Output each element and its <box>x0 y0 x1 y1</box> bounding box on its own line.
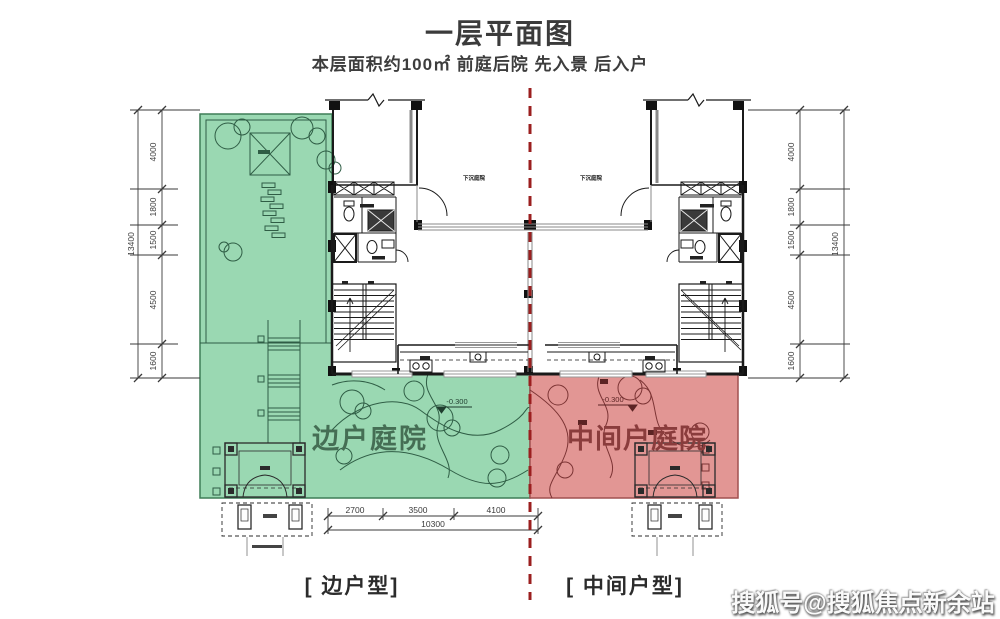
dimension-labels-right: 4000 1800 1500 4500 1600 13400 <box>786 142 840 370</box>
dim-bottom-4100: 4100 <box>487 505 506 515</box>
dim-left-1800: 1800 <box>148 197 158 216</box>
dimension-chain-left <box>130 105 200 383</box>
dim-right-1600: 1600 <box>786 351 796 370</box>
right-unit-interior <box>545 181 744 374</box>
dimension-labels-left: 4000 1800 1500 4500 1600 13400 <box>126 142 158 370</box>
left-unit-interior <box>331 181 530 374</box>
elevation-mark-left: -0.300 <box>436 397 472 414</box>
middle-courtyard-label: 中间户庭院 <box>567 423 707 454</box>
dim-right-1800: 1800 <box>786 197 796 216</box>
dim-left-4500: 4500 <box>148 290 158 309</box>
svg-text:-0.300: -0.300 <box>446 397 467 406</box>
middle-entry-gate <box>631 442 723 556</box>
dim-bottom-2700: 2700 <box>346 505 365 515</box>
page-subtitle: 本层面积约100㎡ 前庭后院 先入景 后入户 <box>311 55 649 74</box>
svg-text:-0.300: -0.300 <box>602 395 623 404</box>
left-entry-gate <box>221 442 313 556</box>
dim-left-4000: 4000 <box>148 142 158 161</box>
dim-left-total: 13400 <box>126 232 136 256</box>
elevation-mark-right: -0.300 <box>598 395 638 412</box>
dim-bottom-3500: 3500 <box>409 505 428 515</box>
dim-bottom-total: 10300 <box>421 519 445 529</box>
sunken-courtyard-label-left: 下沉庭院 <box>463 174 486 182</box>
watermark-text: 搜狐号@搜狐焦点新余站 <box>731 590 995 617</box>
middle-unit-type-label: [ 中间户型] <box>566 575 684 598</box>
dim-right-4000: 4000 <box>786 142 796 161</box>
dimension-chain-bottom <box>323 508 543 535</box>
building-walls <box>325 92 751 378</box>
dim-right-total: 13400 <box>830 232 840 256</box>
dimension-labels-bottom: 2700 3500 4100 10300 <box>346 505 506 529</box>
middle-courtyard-red <box>529 373 739 499</box>
pavilion-micro-label <box>258 150 270 154</box>
dim-right-1500: 1500 <box>786 230 796 249</box>
sunken-courtyard-label-right: 下沉庭院 <box>580 174 603 182</box>
dim-left-1500: 1500 <box>148 230 158 249</box>
dim-right-4500: 4500 <box>786 290 796 309</box>
side-unit-type-label: [ 边户型] <box>304 575 400 598</box>
page-title: 一层平面图 <box>424 18 575 49</box>
dim-left-1600: 1600 <box>148 351 158 370</box>
dimension-chain-right <box>748 105 850 383</box>
side-courtyard-label: 边户庭院 <box>312 423 428 454</box>
